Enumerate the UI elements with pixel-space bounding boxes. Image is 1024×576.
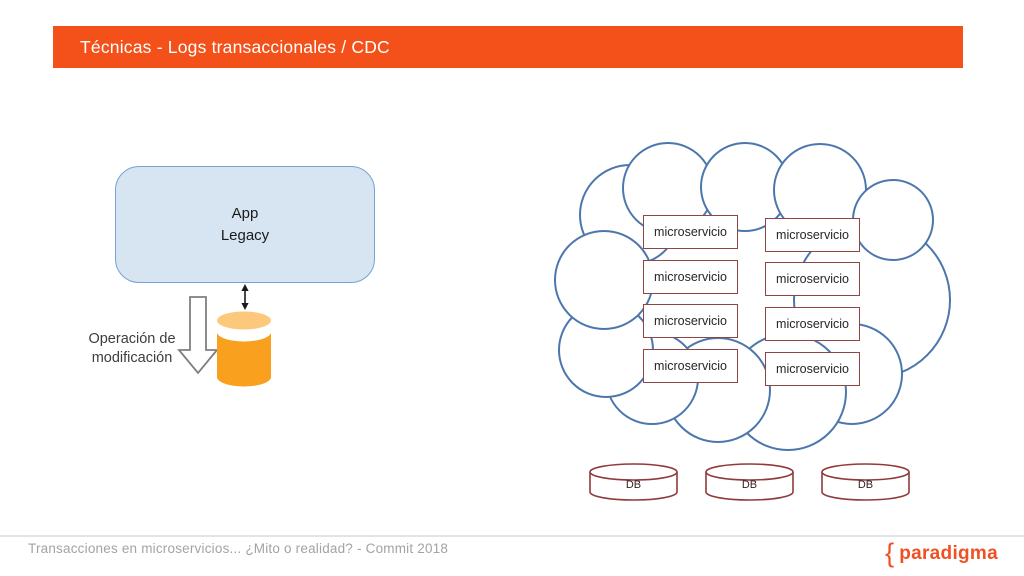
double-arrow <box>241 284 249 310</box>
microservice-box: microservicio <box>765 307 860 341</box>
db-cylinder-icon <box>821 463 910 501</box>
operation-label-line: Operación de <box>88 331 176 347</box>
footer-caption: Transacciones en microservicios... ¿Mito… <box>28 541 449 556</box>
cloud-shape <box>554 142 951 451</box>
legacy-db-cylinder-icon <box>217 311 271 387</box>
db-label: DB <box>741 479 758 491</box>
footer-divider <box>0 535 1024 537</box>
paradigma-logo: { paradigma <box>885 540 998 567</box>
microservice-box: microservicio <box>643 215 738 249</box>
operation-label: Operación de modificación <box>78 330 186 368</box>
db-cylinder-icon <box>589 463 678 501</box>
logo-wordmark: paradigma <box>899 542 998 564</box>
app-legacy-line: App <box>231 204 259 222</box>
slide-title: Técnicas - Logs transaccionales / CDC <box>80 36 390 57</box>
db-cylinder-icon <box>705 463 794 501</box>
app-legacy-line: Legacy <box>220 226 270 244</box>
db-cylinders <box>589 463 910 501</box>
microservice-box: microservicio <box>765 218 860 252</box>
db-label: DB <box>857 479 874 491</box>
db-label: DB <box>625 479 642 491</box>
microservice-box: microservicio <box>643 304 738 338</box>
app-legacy-box: App Legacy <box>115 166 375 283</box>
block-arrow-down-icon <box>177 296 219 375</box>
logo-brace-icon: { <box>885 538 895 568</box>
title-bar: Técnicas - Logs transaccionales / CDC <box>53 26 963 68</box>
microservice-box: microservicio <box>765 262 860 296</box>
microservice-box: microservicio <box>765 352 860 386</box>
microservice-box: microservicio <box>643 260 738 294</box>
microservice-box: microservicio <box>643 349 738 383</box>
operation-label-line: modificación <box>91 350 173 366</box>
